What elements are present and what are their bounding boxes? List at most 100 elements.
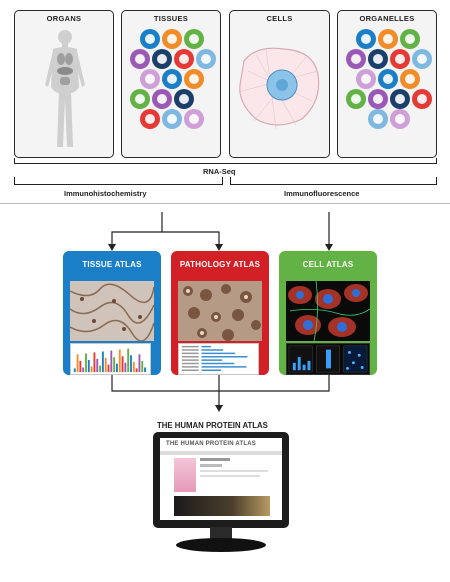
cells-panel: CELLS (229, 10, 330, 158)
tissue-bar (90, 366, 93, 373)
pathology-row-bar (201, 345, 211, 348)
tissue-bar (138, 354, 141, 373)
screen-text-line (200, 464, 222, 467)
screen-text-line (200, 475, 260, 477)
organelle-icon (368, 109, 388, 129)
tissue-type-icon (140, 69, 160, 89)
ihc-bracket-right (222, 177, 223, 185)
organelle-icon (400, 69, 420, 89)
tissue-bar (99, 365, 101, 373)
screen-hero-image (174, 458, 196, 492)
pathology-row-bar (201, 362, 235, 365)
tissue-bar (144, 367, 146, 373)
tissue-bar (124, 362, 127, 373)
screen-hero-text (200, 458, 230, 461)
pathology-row-bar (201, 359, 223, 361)
pathology-row-bar (201, 349, 224, 351)
monitor-screen[interactable]: THE HUMAN PROTEIN ATLAS (160, 438, 282, 520)
pathology-row-bar (201, 356, 248, 358)
tissue-bar (73, 368, 76, 373)
tissue-bar (130, 355, 132, 373)
tissue-type-icon (162, 109, 182, 129)
monitor-neck (210, 527, 232, 541)
tissue-type-icon (196, 49, 216, 69)
tissue-bar (82, 367, 85, 373)
tissue-type-icon (162, 29, 182, 49)
tissue-bar (96, 359, 99, 373)
if-bracket (230, 184, 437, 185)
tissue-bar (132, 361, 135, 373)
cell-atlas-title: CELL ATLAS (302, 260, 354, 269)
tissue-bar (135, 368, 138, 373)
cell-atlas-card[interactable]: CELL ATLAS (279, 251, 377, 375)
tissue-bar-chart (70, 343, 151, 375)
if-label: Immunofluorescence (284, 189, 360, 198)
tissue-type-icon (140, 29, 160, 49)
tissue-type-icon (162, 69, 182, 89)
tissue-bar (141, 360, 144, 373)
organelle-icon (368, 49, 388, 69)
tissue-type-icon (130, 49, 150, 69)
organelle-icon (412, 89, 432, 109)
organelle-icon (378, 69, 398, 89)
pathology-row-label (181, 366, 199, 368)
tissue-bar (101, 351, 104, 373)
pathology-row-bar (201, 352, 236, 355)
pathology-row-label (181, 349, 199, 351)
tissue-bar (118, 349, 121, 373)
tissue-bar (127, 348, 130, 373)
cells-title: CELLS (266, 14, 293, 23)
ihc-label: Immunohistochemistry (64, 189, 147, 198)
organelle-icon (346, 89, 366, 109)
pathology-atlas-title: PATHOLOGY ATLAS (179, 260, 261, 269)
pathology-row-label (181, 345, 199, 348)
tissue-stain-image (70, 281, 154, 341)
if-bracket-right (436, 177, 437, 185)
rna-seq-bracket-right (436, 158, 437, 164)
tissues-title: TISSUES (153, 14, 189, 23)
tissue-bar (85, 353, 87, 373)
tissue-bar (110, 350, 113, 373)
screen-banner-image (174, 496, 270, 516)
pathology-row-label (181, 359, 199, 361)
tissue-bar (116, 363, 118, 373)
tissue-type-icon (184, 29, 204, 49)
screen-text-line (200, 470, 268, 472)
organelles-title: ORGANELLES (359, 14, 415, 23)
tissue-type-icon (130, 89, 150, 109)
tissue-bar (104, 358, 107, 373)
merge-arrows (111, 375, 330, 412)
tissue-type-icon (174, 49, 194, 69)
organelle-icon (356, 69, 376, 89)
cell-atlas-panels (286, 343, 370, 375)
organelle-icon (400, 29, 420, 49)
tissue-bar (121, 356, 124, 373)
rna-seq-label: RNA-Seq (203, 167, 236, 176)
tissue-atlas-card[interactable]: TISSUE ATLAS (63, 251, 161, 375)
tissue-type-icon (184, 69, 204, 89)
tissue-type-icon (140, 109, 160, 129)
pathology-row-label (181, 352, 199, 355)
organelle-icon (356, 29, 376, 49)
monitor: THE HUMAN PROTEIN ATLAS (153, 432, 289, 528)
tissue-type-icon (152, 89, 172, 109)
organelle-icon (390, 109, 410, 129)
cell-illustration (239, 47, 320, 130)
organelle-icon (390, 89, 410, 109)
tissue-bar (76, 354, 79, 373)
pathology-row-label (181, 369, 199, 371)
pathology-atlas-card[interactable]: PATHOLOGY ATLAS (171, 251, 269, 375)
connector-arrows (108, 212, 333, 251)
tissue-atlas-title: TISSUE ATLAS (82, 260, 142, 269)
human-body-figure (45, 30, 85, 147)
organelle-icon (412, 49, 432, 69)
organelle-icon (368, 89, 388, 109)
ihc-bracket (14, 184, 223, 185)
organelle-icon (346, 49, 366, 69)
pathology-row-bar (201, 366, 247, 368)
rna-seq-bracket (14, 163, 437, 164)
tissue-bar (113, 357, 116, 373)
tissue-bar (79, 360, 82, 373)
tissues-panel: TISSUES (121, 10, 221, 158)
monitor-base (176, 538, 266, 552)
